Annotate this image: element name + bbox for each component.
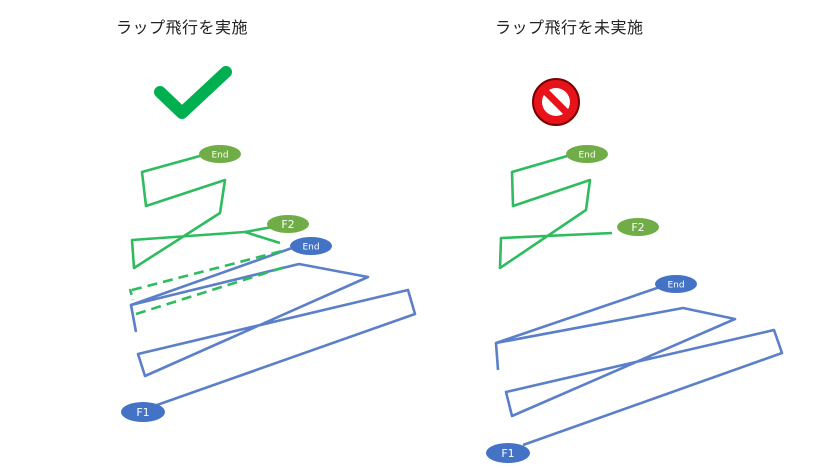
- right-f1-flight-path: [494, 306, 784, 447]
- right-panel-title: ラップ飛行を未実施: [495, 18, 644, 37]
- svg-text:F1: F1: [501, 447, 514, 460]
- svg-text:End: End: [211, 151, 228, 161]
- left-panel-title: ラップ飛行を実施: [116, 18, 249, 37]
- right-green-end-label: End: [566, 145, 608, 163]
- check-mark-icon: [154, 66, 232, 119]
- left-green-end-label: End: [199, 145, 241, 163]
- left-f1-flight-path: [129, 262, 417, 407]
- left-f1-label: F1: [121, 402, 165, 422]
- prohibited-icon: [532, 78, 580, 126]
- svg-text:End: End: [302, 243, 319, 253]
- left-blue-end-label: End: [290, 237, 332, 255]
- left-f2-label: F2: [267, 215, 309, 233]
- right-f2-label: F2: [617, 218, 659, 236]
- svg-text:F1: F1: [136, 406, 149, 419]
- svg-text:F2: F2: [281, 218, 294, 231]
- lap-flight-dashed-line-upper: [131, 249, 283, 292]
- right-blue-end-label: End: [655, 275, 697, 293]
- lap-flight-dashed-line-lower: [135, 264, 289, 316]
- right-f2-flight-path: [498, 152, 613, 270]
- right-f1-label: F1: [486, 443, 530, 463]
- left-blue-end-segment: [130, 246, 293, 307]
- lap-flight-dashed-connector: [128, 288, 135, 301]
- svg-text:End: End: [578, 151, 595, 161]
- left-f2-flight-path: [130, 152, 281, 270]
- right-blue-end-segment: [495, 285, 661, 345]
- svg-text:End: End: [667, 281, 684, 291]
- svg-text:F2: F2: [631, 221, 644, 234]
